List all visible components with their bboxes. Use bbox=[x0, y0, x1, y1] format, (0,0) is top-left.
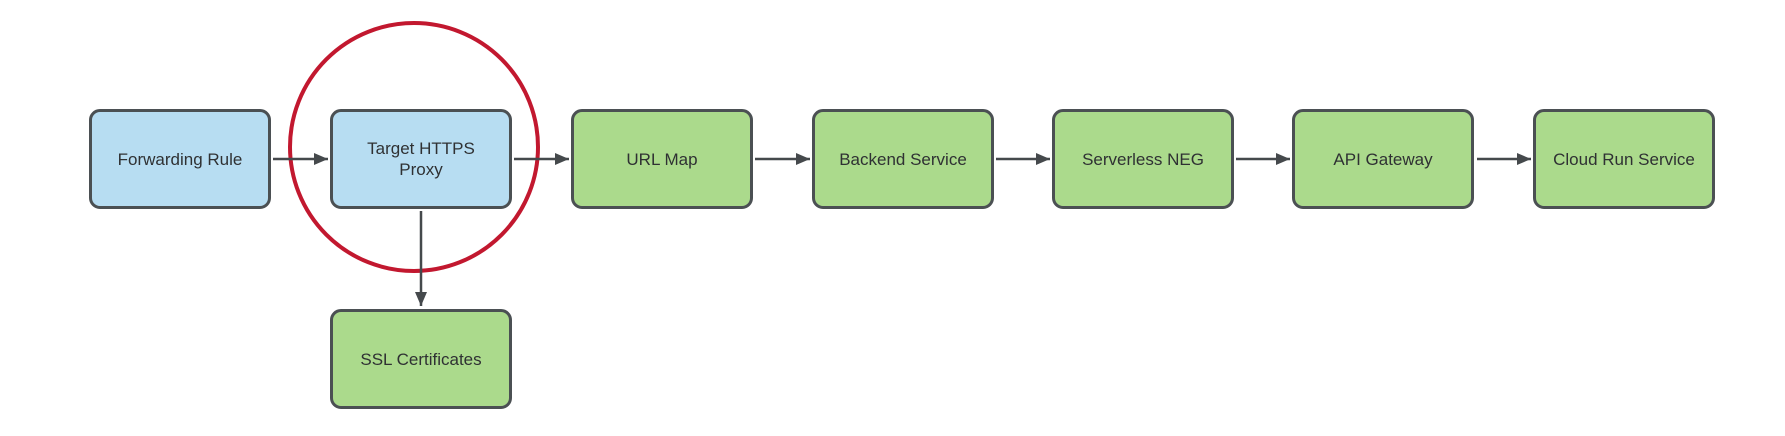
node-cloud-run-service: Cloud Run Service bbox=[1533, 109, 1715, 209]
node-label: Target HTTPS Proxy bbox=[367, 139, 475, 179]
node-ssl-certificates: SSL Certificates bbox=[330, 309, 512, 409]
node-api-gateway: API Gateway bbox=[1292, 109, 1474, 209]
node-label: SSL Certificates bbox=[360, 349, 482, 369]
node-label: URL Map bbox=[626, 149, 698, 169]
node-url-map: URL Map bbox=[571, 109, 753, 209]
node-label: Serverless NEG bbox=[1082, 149, 1204, 169]
node-serverless-neg: Serverless NEG bbox=[1052, 109, 1234, 209]
node-label: Backend Service bbox=[839, 149, 967, 169]
node-label: Cloud Run Service bbox=[1553, 149, 1695, 169]
highlight-circle bbox=[288, 21, 540, 273]
node-backend-service: Backend Service bbox=[812, 109, 994, 209]
node-label: API Gateway bbox=[1333, 149, 1433, 169]
node-label: Forwarding Rule bbox=[117, 149, 243, 169]
node-target-https-proxy: Target HTTPS Proxy bbox=[330, 109, 512, 209]
node-forwarding-rule: Forwarding Rule bbox=[89, 109, 271, 209]
